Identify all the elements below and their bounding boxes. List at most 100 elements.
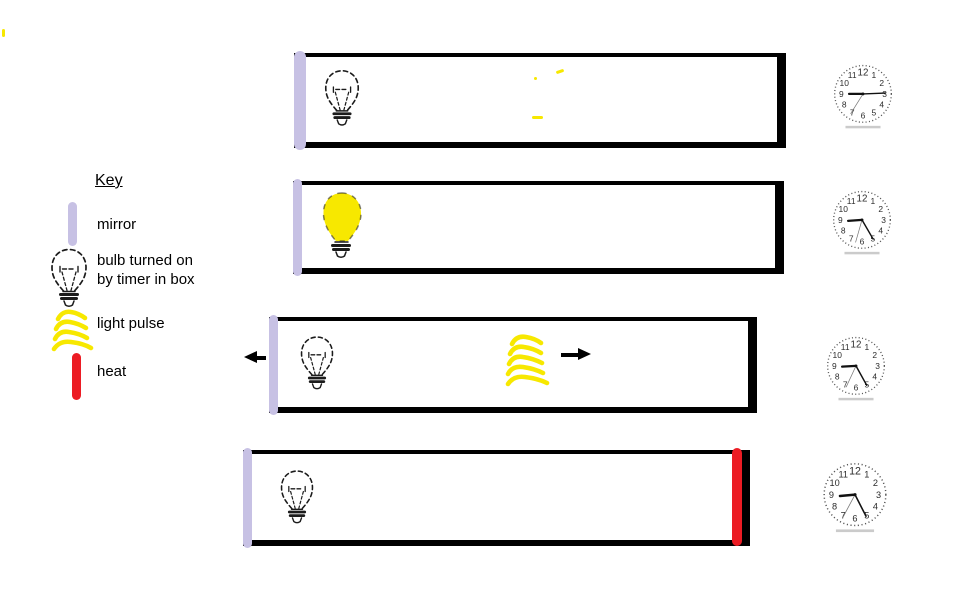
clock-numeral: 7 bbox=[841, 510, 846, 520]
heat bbox=[732, 448, 742, 546]
box-outline bbox=[294, 53, 786, 148]
box-outline bbox=[293, 181, 784, 274]
clock-numeral: 3 bbox=[875, 361, 880, 371]
bulb-off-icon bbox=[50, 248, 88, 308]
minute-hand bbox=[855, 365, 868, 386]
light-pulse-icon bbox=[505, 334, 550, 387]
clock-numeral: 5 bbox=[864, 510, 869, 520]
box-outline bbox=[269, 317, 757, 413]
clock-numeral: 1 bbox=[871, 70, 876, 80]
stray-yellow-mark bbox=[534, 77, 537, 80]
clock-numeral: 8 bbox=[832, 502, 837, 512]
stage-box-1 bbox=[294, 51, 786, 150]
clock-center bbox=[861, 92, 865, 96]
clock-numeral: 3 bbox=[882, 89, 887, 99]
arrow-head bbox=[578, 348, 591, 360]
clock-numeral: 12 bbox=[858, 67, 869, 78]
clock-numeral: 4 bbox=[872, 372, 877, 382]
mirror-swatch bbox=[68, 202, 77, 246]
clock-watermark bbox=[835, 529, 875, 533]
clock-numeral: 6 bbox=[861, 111, 866, 121]
light-pulse-label: light pulse bbox=[97, 315, 165, 332]
clock-center bbox=[854, 364, 858, 368]
clock-numeral: 8 bbox=[842, 100, 847, 110]
clock-numeral: 11 bbox=[847, 196, 856, 206]
clock-numeral: 1 bbox=[870, 196, 875, 206]
clock-watermark bbox=[838, 397, 874, 401]
bulb-off-icon bbox=[324, 69, 360, 127]
clock-watermark bbox=[845, 125, 881, 129]
arrow-head bbox=[244, 351, 257, 363]
clock-numeral: 9 bbox=[838, 215, 843, 225]
clock-numeral: 10 bbox=[829, 478, 839, 488]
bulb-label-line2: by timer in box bbox=[97, 271, 195, 288]
clock-watermark bbox=[844, 251, 880, 255]
clock-numeral: 12 bbox=[849, 465, 861, 477]
clock-numeral: 11 bbox=[841, 342, 850, 352]
clock-tick-ring bbox=[823, 463, 887, 527]
clock-numeral: 10 bbox=[833, 350, 843, 360]
second-hand bbox=[850, 93, 864, 114]
clock-numeral: 4 bbox=[878, 226, 883, 236]
stage-box-2 bbox=[293, 179, 784, 276]
stray-yellow-mark bbox=[532, 116, 543, 119]
clock-numeral: 2 bbox=[878, 204, 883, 214]
clock-numeral: 8 bbox=[835, 372, 840, 382]
second-hand bbox=[855, 219, 863, 243]
hour-hand bbox=[838, 493, 857, 498]
clock-numeral: 7 bbox=[843, 380, 848, 390]
heat-swatch bbox=[72, 353, 81, 400]
clock-numeral: 4 bbox=[879, 100, 884, 110]
clock-numeral: 1 bbox=[864, 342, 869, 352]
clock-numeral: 10 bbox=[839, 204, 849, 214]
clock-numeral: 12 bbox=[851, 339, 862, 350]
stage-box-4 bbox=[243, 448, 750, 548]
clock-numeral: 3 bbox=[876, 490, 881, 500]
clock-numeral: 12 bbox=[857, 193, 868, 204]
clock-numeral: 8 bbox=[841, 226, 846, 236]
stray-yellow-mark bbox=[2, 29, 5, 37]
clock-numeral: 6 bbox=[860, 237, 865, 247]
bulb-off-icon bbox=[280, 469, 314, 525]
clock-numeral: 9 bbox=[839, 89, 844, 99]
clock-numeral: 9 bbox=[832, 361, 837, 371]
light-pulse-icon bbox=[51, 309, 94, 352]
mirror bbox=[243, 448, 252, 548]
mirror-label: mirror bbox=[97, 216, 137, 233]
clock-numeral: 3 bbox=[881, 215, 886, 225]
clock-tick-ring bbox=[826, 336, 886, 395]
clock-numeral: 11 bbox=[848, 70, 857, 80]
bulb-off-icon bbox=[300, 335, 334, 391]
arrow-shaft bbox=[561, 353, 579, 357]
clock-numeral: 2 bbox=[872, 350, 877, 360]
clock-numeral: 10 bbox=[840, 78, 850, 88]
clock-center bbox=[860, 218, 864, 222]
mirror bbox=[294, 51, 306, 150]
clock-numeral: 2 bbox=[873, 478, 878, 488]
mirror bbox=[269, 315, 278, 415]
arrow-right-icon bbox=[561, 348, 591, 361]
minute-hand bbox=[854, 493, 867, 517]
box-outline bbox=[243, 450, 750, 546]
second-hand bbox=[842, 494, 856, 518]
stage-box-3 bbox=[244, 315, 757, 415]
key-title: Key bbox=[95, 172, 123, 189]
clock-numeral: 7 bbox=[849, 234, 854, 244]
clock-tick-ring bbox=[832, 190, 892, 249]
clock-numeral: 6 bbox=[854, 383, 859, 393]
mirror bbox=[293, 179, 302, 276]
clock-tick-ring bbox=[833, 64, 893, 123]
clock-numeral: 11 bbox=[838, 469, 848, 479]
second-hand bbox=[845, 365, 857, 388]
clock-numeral: 4 bbox=[873, 502, 878, 512]
minute-hand bbox=[861, 219, 874, 240]
